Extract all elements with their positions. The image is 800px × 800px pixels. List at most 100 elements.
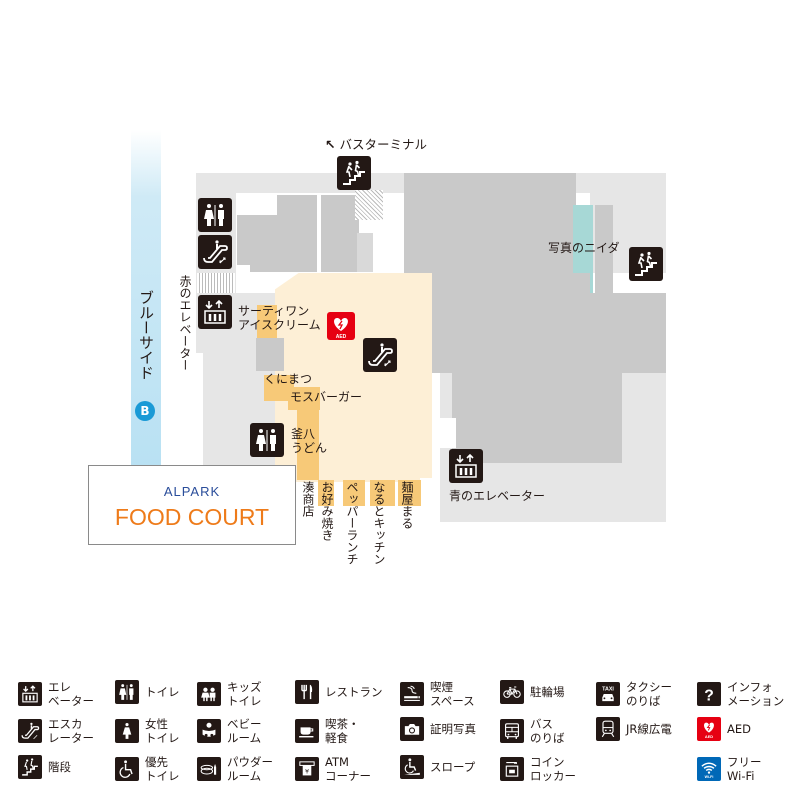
aed-icon: AED	[697, 717, 721, 741]
legend-item-escalator: エスカ レーター	[18, 717, 94, 745]
legend-item-aed: AED AED	[697, 717, 751, 741]
svg-text:AED: AED	[705, 734, 713, 739]
cafe-icon	[295, 719, 319, 743]
taxi-icon: TAXI	[596, 682, 620, 706]
information-icon: ?	[697, 682, 721, 706]
smoking-icon	[400, 682, 424, 706]
alpark-food-court-logo: ALPARK FOOD COURT	[88, 465, 296, 545]
shop-label-mos-burger: モスバーガー	[290, 390, 363, 404]
aed-icon[interactable]: AED	[327, 312, 355, 340]
legend-item-id-photo: 証明写真	[400, 717, 476, 741]
escalator-icon[interactable]	[198, 235, 232, 269]
restaurant-icon	[295, 680, 319, 704]
elevator-shaft	[197, 273, 235, 293]
shop-label-okonomiyaki: お好み焼き	[320, 481, 334, 541]
powder-room-icon	[197, 757, 221, 781]
brand-logo: ALPARK	[163, 484, 221, 499]
legend-item-bus: バス のりば	[500, 717, 565, 745]
shop-block	[321, 195, 359, 272]
blue-side-badge: B	[135, 401, 155, 421]
photo-shop-label: 写真のニイダ	[548, 241, 620, 255]
shop-label-pepper-lunch: ペッパーランチ	[345, 481, 359, 565]
shop-label-kamahachi: 釜八 うどん	[291, 427, 328, 455]
svg-text:Wi-Fi: Wi-Fi	[705, 775, 714, 779]
toilet-icon[interactable]	[198, 198, 232, 232]
corridor	[432, 418, 456, 448]
shop-block	[256, 338, 284, 371]
legend-item-coin-locker: コイン ロッカー	[500, 755, 576, 783]
elevator-icon[interactable]	[449, 449, 483, 483]
svg-text:¥: ¥	[305, 767, 309, 775]
legend-item-train: JR線広電	[596, 717, 672, 741]
shop-label-kunimatsu: くにまつ	[264, 372, 313, 386]
bicycle-icon	[500, 680, 524, 704]
shop-okonomiyaki	[318, 480, 334, 506]
shop-menya-maru	[398, 480, 421, 506]
blue-side-label: ブルーサイド	[137, 290, 155, 380]
shop-block	[595, 205, 613, 297]
shop-block	[432, 273, 590, 373]
shop-block	[357, 233, 373, 272]
shop-label-menya-maru: 麺屋まる	[400, 481, 414, 529]
shop-thirty-one	[257, 305, 277, 343]
arrow-up-left-icon: ↖	[325, 137, 336, 152]
svg-text:TAXI: TAXI	[602, 686, 614, 692]
shop-naruto-kitchen	[370, 480, 395, 506]
coin-locker-icon	[500, 757, 524, 781]
legend-item-baby-room: ベビー ルーム	[197, 717, 262, 745]
svg-text:?: ?	[704, 687, 714, 704]
legend-item-smoking: 喫煙 スペース	[400, 680, 475, 708]
blue-elevator-label: 青のエレベーター	[449, 489, 546, 503]
legend-item-cafe: 喫茶・ 軽食	[295, 717, 360, 745]
elevator-icon[interactable]	[198, 295, 232, 329]
escalator-icon	[18, 719, 42, 743]
shop-label-naruto-kitchen: なるとキッチン	[372, 481, 386, 565]
legend-item-restaurant: レストラン	[295, 680, 383, 704]
legend-item-information: ? インフォ メーション	[697, 680, 784, 708]
train-icon	[596, 717, 620, 741]
toilet-icon	[115, 680, 139, 704]
shop-pepper-lunch	[343, 480, 365, 506]
shop-block	[277, 195, 317, 272]
legend-item-accessible-toilet: 優先 トイレ	[115, 755, 180, 783]
legend-item-taxi: TAXI タクシー のりば	[596, 680, 672, 708]
wifi-icon: Wi-Fi	[697, 757, 721, 781]
shop-label-minato: 湊商店	[301, 481, 315, 517]
shop-kamahachi	[297, 410, 319, 480]
baby-room-icon	[197, 719, 221, 743]
accessible-toilet-icon	[115, 757, 139, 781]
shop-block	[452, 373, 622, 463]
camera-icon	[400, 717, 424, 741]
bus-terminal-label[interactable]: ↖ バスターミナル	[325, 137, 427, 152]
legend-item-powder-room: パウダー ルーム	[197, 755, 273, 783]
stairs-icon[interactable]	[337, 156, 371, 190]
female-toilet-icon	[115, 719, 139, 743]
escalator-icon[interactable]	[363, 338, 397, 372]
bus-icon	[500, 719, 524, 743]
legend-item-wifi: Wi-Fi フリー Wi-Fi	[697, 755, 762, 783]
legend-item-elevator: エレ ベーター	[18, 680, 94, 708]
slope-icon	[400, 755, 424, 779]
food-court-title: FOOD COURT	[114, 504, 270, 530]
toilet-icon[interactable]	[250, 423, 284, 457]
shop-block	[590, 293, 666, 373]
stairway	[355, 190, 383, 220]
shop-block	[250, 245, 280, 272]
legend-item-stairs: 階段	[18, 755, 71, 779]
legend-item-kids-toilet: キッズ トイレ	[197, 680, 262, 708]
elevator-icon	[18, 682, 42, 706]
legend-item-slope: スロープ	[400, 755, 475, 779]
shop-mos-burger	[288, 387, 320, 410]
legend-item-bicycle: 駐輪場	[500, 680, 565, 704]
shop-block	[480, 455, 622, 463]
stairs-icon	[18, 755, 42, 779]
legend-item-female-toilet: 女性 トイレ	[115, 717, 180, 745]
shop-label-thirty-one: サーティワン アイスクリーム	[238, 304, 321, 332]
atm-icon: ¥	[295, 757, 319, 781]
svg-text:AED: AED	[336, 334, 347, 340]
kids-toilet-icon	[197, 682, 221, 706]
red-elevator-label: 赤のエレベーター	[178, 275, 192, 371]
legend-item-toilet: トイレ	[115, 680, 180, 704]
stairs-icon[interactable]	[629, 247, 663, 281]
legend-item-atm: ¥ ATM コーナー	[295, 755, 371, 783]
